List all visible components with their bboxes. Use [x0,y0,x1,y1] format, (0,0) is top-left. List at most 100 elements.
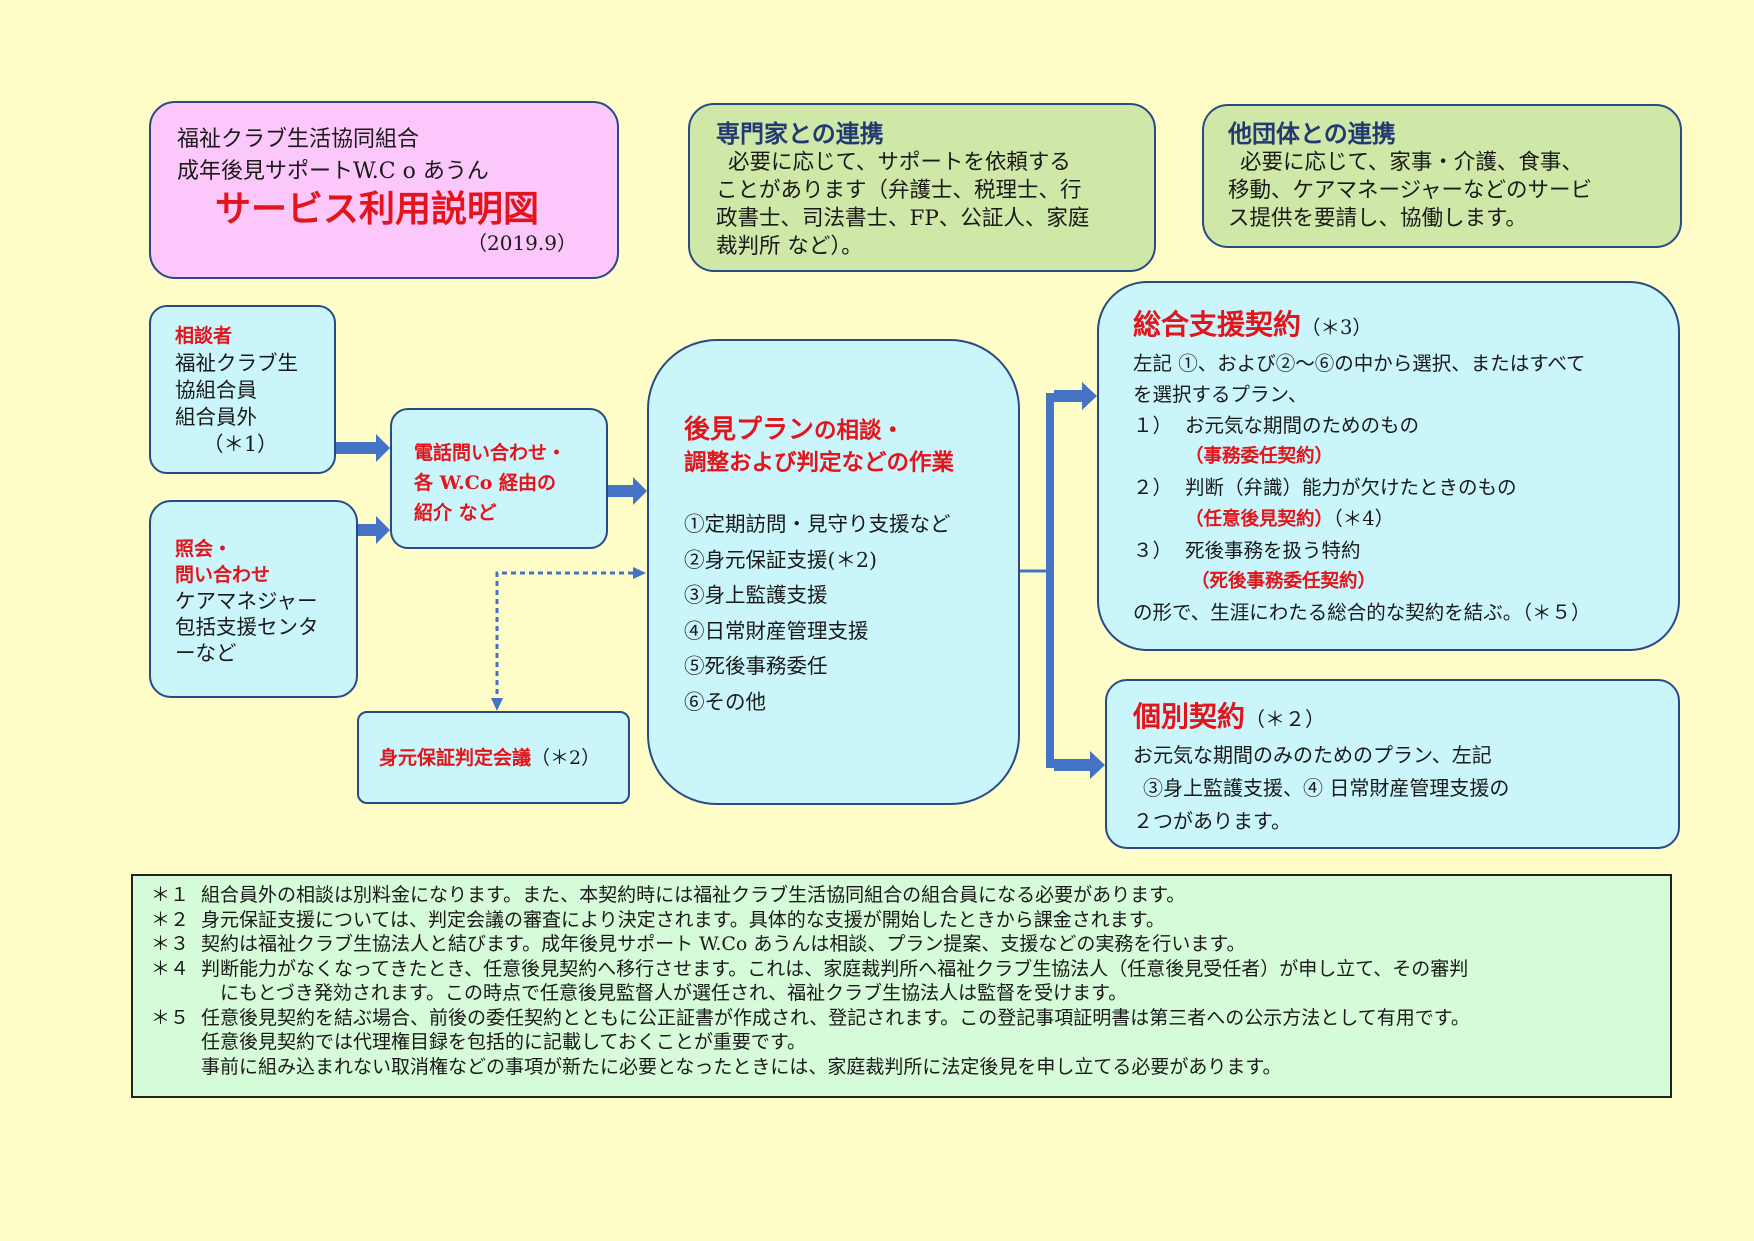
consultant-line: 福祉クラブ生 [175,351,298,375]
inquiry-heading: 照会・ [175,538,233,560]
contract-type: （任意後見契約） [1185,509,1334,530]
contract-type-note: （＊4） [1333,507,1395,530]
consultant-heading: 相談者 [175,325,233,347]
consultant-box: 相談者 福祉クラブ生 協組合員 組合員外 （＊1） [149,305,336,474]
dotted-arrowhead-right [633,567,646,579]
guarantor-dotted-connector [495,571,633,700]
page-title: サービス利用説明図 [215,188,540,230]
footnote: ＊３ 契約は福祉クラブ生協法人と結びます。成年後見サポート W.Co あうんは相… [151,932,1670,957]
footnote-text: 任意後見契約では代理権目録を包括的に記載しておくことが重要です。 [201,1031,806,1053]
phone-inquiry-box: 電話問い合わせ・ 各 W.Co 経由の 紹介 など [390,408,608,549]
footnote-text: 契約は福祉クラブ生協法人と結びます。成年後見サポート W.Co あうんは相談、プ… [201,933,1246,955]
support-item-list: ①定期訪問・見守り支援など ②身元保証支援(＊2) ③身上監護支援 ④日常財産管… [684,507,1018,720]
dotted-arrowhead-down [491,698,503,711]
org-name: 福祉クラブ生活協同組合 [177,127,420,152]
plan-consultation-title-sub: の相談・ [814,418,905,444]
individual-contract-note: （＊２） [1245,707,1326,731]
footnote-text: にもとづき発効されます。この時点で任意後見監督人が選任され、福祉クラブ生協法人は… [201,982,1128,1004]
comprehensive-line: を選択するプラン、 [1133,383,1308,406]
support-item: ⑥その他 [684,689,766,714]
other-org-line: 移動、ケアマネージャーなどのサービ [1228,178,1592,203]
contract-item-number: １） [1133,414,1173,437]
footnote-mark: ＊４ [151,957,190,980]
phone-inquiry-line: 紹介 など [414,502,497,524]
individual-contract-line: お元気な期間のみのためのプラン、左記 [1133,743,1492,767]
footnote-text: 判断能力がなくなってきたとき、任意後見契約へ移行させます。これは、家庭裁判所へ福… [201,957,1469,980]
footnote-text: 組合員外の相談は別料金になります。また、本契約時には福祉クラブ生活協同組合の組合… [201,884,1186,906]
contract-item-number: ２） [1133,476,1173,499]
expert-line: 必要に応じて、サポートを依頼する [728,150,1071,175]
footnote: ＊１ 組合員外の相談は別料金になります。また、本契約時には福祉クラブ生活協同組合… [151,883,1670,908]
expert-line: 裁判所 など）。 [716,234,863,259]
consultant-line: 組合員外 [175,405,257,429]
contract-item: １） お元気な期間のためのもの [1133,410,1678,441]
branch-vertical-bar [1046,393,1054,768]
support-item: ⑤死後事務委任 [684,654,828,678]
comprehensive-contract-note: （＊3） [1301,316,1372,339]
title-date: （2019.9） [467,231,577,255]
expert-cooperation-heading: 専門家との連携 [716,119,884,148]
footnote-text: 事前に組み込まれない取消権などの事項が新たに必要となったときには、家庭裁判所に法… [201,1055,1282,1078]
contract-item-text: お元気な期間のためのもの [1185,414,1420,437]
comprehensive-contract-heading: 総合支援契約 [1133,308,1302,341]
plan-consultation-box: 後見プランの相談・ 調整および判定などの作業 ①定期訪問・見守り支援など ②身元… [647,339,1020,805]
other-org-line: 必要に応じて、家事・介護、食事、 [1240,150,1583,175]
consultant-line: 協組合員 [175,378,257,402]
contract-item-text: 死後事務を扱う特約 [1185,539,1361,562]
plan-consultation-title: 調整および判定などの作業 [684,450,955,476]
contract-item: ２） 判断（弁識）能力が欠けたときのもの [1133,472,1678,503]
support-item: ③身上監護支援 [684,583,828,607]
phone-inquiry-line: 電話問い合わせ・ [414,442,567,464]
inquiry-box: 照会・ 問い合わせ ケアマネジャー 包括支援センタ ーなど [149,500,358,698]
consultant-note: （＊1） [203,432,278,456]
contract-item: ３） 死後事務を扱う特約 [1133,535,1678,566]
inquiry-heading: 問い合わせ [175,564,271,586]
contract-type: （事務委任契約） [1185,446,1334,467]
contract-item-text: 判断（弁識）能力が欠けたときのもの [1185,476,1517,499]
comprehensive-line: 左記 ①、および②〜⑥の中から選択、またはすべて [1133,352,1586,375]
expert-line: 政書士、司法書士、FP、公証人、家庭 [716,206,1090,231]
contract-item-number: ３） [1133,539,1173,562]
other-org-cooperation-box: 他団体との連携 必要に応じて、家事・介護、食事、 移動、ケアマネージャーなどのサ… [1202,104,1682,248]
individual-contract-box: 個別契約（＊２） お元気な期間のみのためのプラン、左記 ③身上監護支援、④ 日常… [1105,679,1680,849]
inquiry-line: 包括支援センタ [175,615,319,639]
branch-to-individual-arrow [1054,751,1105,779]
guarantor-meeting-label: 身元保証判定会議 [379,747,532,769]
plan-consultation-title: 後見プランの相談・ [684,414,1018,447]
expert-cooperation-box: 専門家との連携 必要に応じて、サポートを依頼する ことがあります（弁護士、税理士… [688,103,1156,272]
inquiry-line: ケアマネジャー [175,589,318,613]
footnote-mark: ＊１ [151,884,190,906]
footnotes-box: ＊１ 組合員外の相談は別料金になります。また、本契約時には福祉クラブ生活協同組合… [131,874,1672,1098]
footnote: ＊２ 身元保証支援については、判定会議の審査により決定されます。具体的な支援が開… [151,908,1670,933]
expert-line: ことがあります（弁護士、税理士、行 [716,178,1082,203]
inquiry-to-phone-arrow [358,516,390,544]
phone-inquiry-line: 各 W.Co 経由の [414,472,557,494]
contract-type: （死後事務委任契約） [1191,571,1377,592]
individual-contract-line: ③身上監護支援、④ 日常財産管理支援の [1143,776,1510,800]
other-org-cooperation-heading: 他団体との連携 [1228,119,1396,148]
footnote-text: 身元保証支援については、判定会議の審査により決定されます。具体的な支援が開始した… [201,908,1165,931]
individual-contract-line: ２つがあります。 [1133,809,1291,833]
support-item: ①定期訪問・見守り支援など [684,512,951,536]
comprehensive-contract-box: 総合支援契約（＊3） 左記 ①、および②〜⑥の中から選択、またはすべて を選択す… [1097,281,1680,651]
footnote: ＊４ 判断能力がなくなってきたとき、任意後見契約へ移行させます。これは、家庭裁判… [151,957,1670,1006]
branch-to-comprehensive-arrow [1054,382,1097,410]
plan-consultation-title-main: 後見プラン [684,415,815,445]
guarantor-meeting-box: 身元保証判定会議（＊2） [357,711,630,804]
consultant-to-phone-arrow [336,434,390,462]
support-item: ④日常財産管理支援 [684,618,869,643]
phone-to-center-arrow [608,477,647,505]
support-item: ②身元保証支援(＊2) [684,547,878,572]
org-subtitle: 成年後見サポートW.C o あうん [177,159,489,184]
footnote-mark: ＊３ [151,933,190,955]
other-org-line: ス提供を要請し、協働します。 [1228,206,1527,231]
inquiry-line: ーなど [175,641,237,665]
guarantor-meeting-note: （＊2） [531,747,601,769]
footnote: ＊５ 任意後見契約を結ぶ場合、前後の委任契約とともに公正証書が作成され、登記され… [151,1006,1670,1080]
footnote-text: 任意後見契約を結ぶ場合、前後の委任契約とともに公正証書が作成され、登記されます。… [201,1006,1470,1029]
footnote-mark: ＊２ [151,908,190,931]
comprehensive-closing: の形で、生涯にわたる総合的な契約を結ぶ。（＊５） [1133,601,1591,624]
individual-contract-heading: 個別契約 [1133,700,1246,733]
footnote-mark: ＊５ [151,1006,190,1029]
title-box: 福祉クラブ生活協同組合 成年後見サポートW.C o あうん サービス利用説明図 … [149,101,619,279]
